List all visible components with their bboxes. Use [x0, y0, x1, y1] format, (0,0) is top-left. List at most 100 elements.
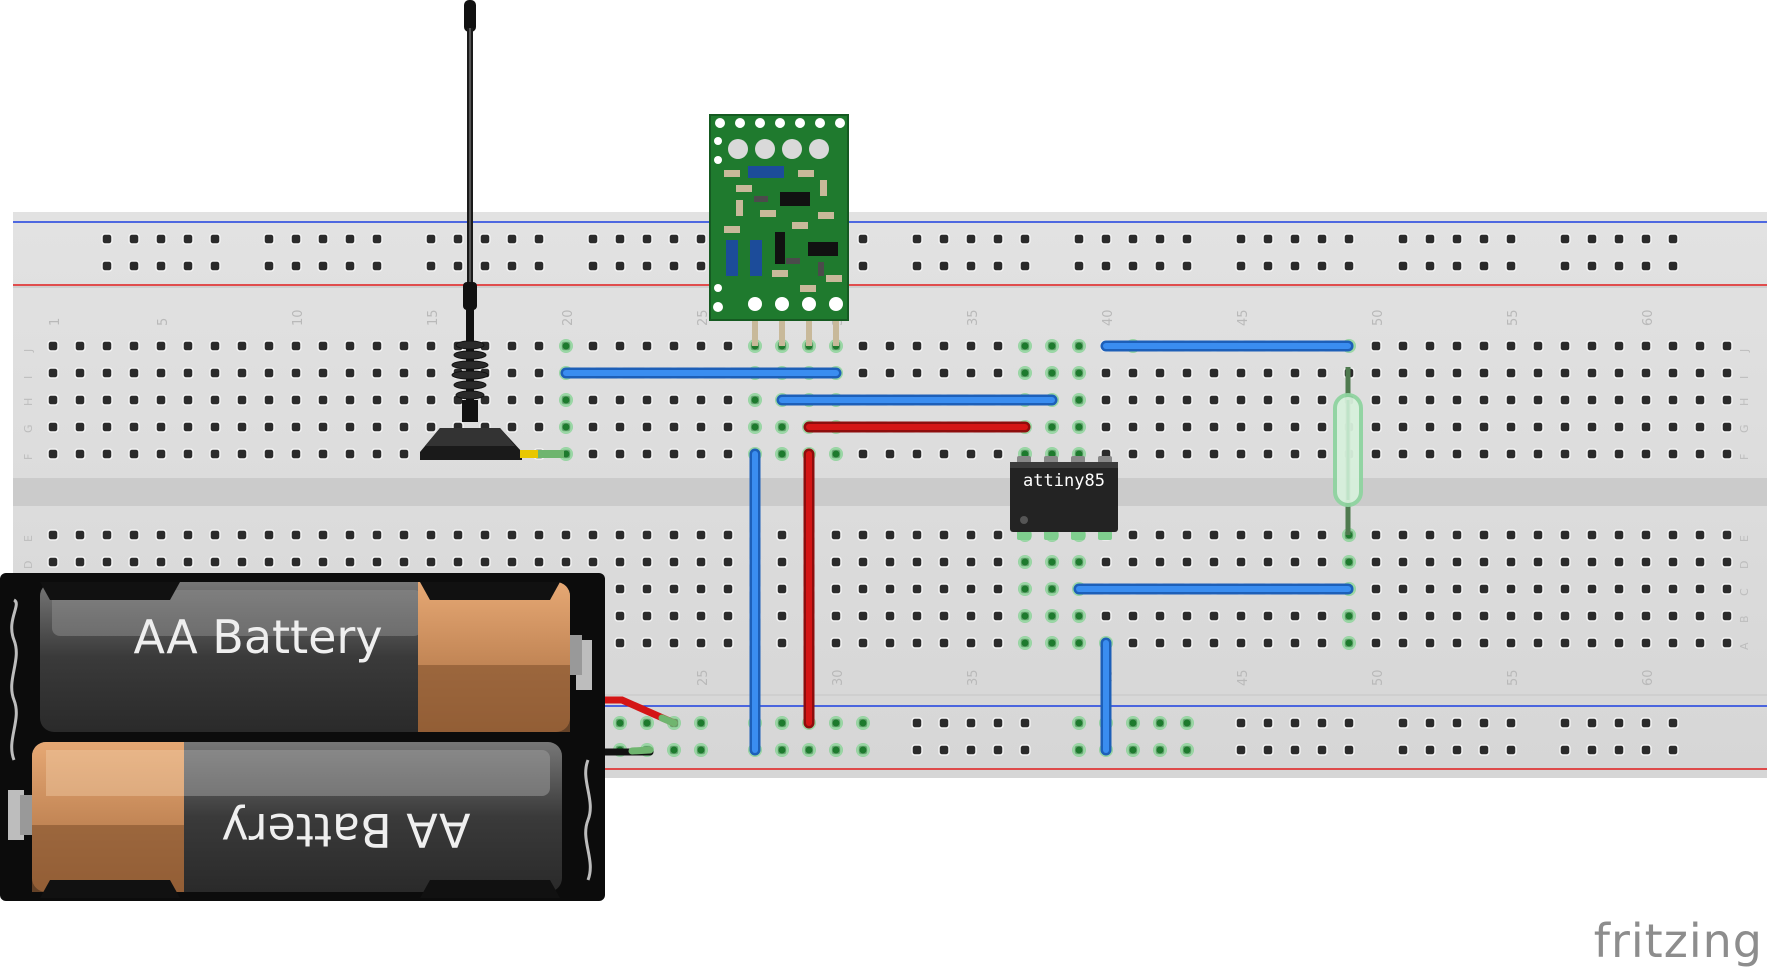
breadboard-hole[interactable] — [1154, 367, 1166, 379]
breadboard-hole[interactable] — [1640, 394, 1652, 406]
breadboard-hole[interactable] — [290, 340, 302, 352]
breadboard-hole[interactable] — [1289, 637, 1301, 649]
breadboard-hole[interactable] — [371, 556, 383, 568]
breadboard-hole[interactable] — [1586, 394, 1598, 406]
breadboard-hole[interactable] — [1505, 556, 1517, 568]
breadboard-hole[interactable] — [1586, 637, 1598, 649]
breadboard-hole[interactable] — [641, 610, 653, 622]
breadboard-hole[interactable] — [344, 448, 356, 460]
breadboard-hole[interactable] — [317, 529, 329, 541]
breadboard-hole[interactable] — [992, 610, 1004, 622]
breadboard-hole[interactable] — [1559, 556, 1571, 568]
breadboard-hole[interactable] — [236, 367, 248, 379]
breadboard-hole[interactable] — [911, 233, 923, 245]
breadboard-hole[interactable] — [1667, 529, 1679, 541]
breadboard-hole[interactable] — [1370, 421, 1382, 433]
breadboard-hole[interactable] — [1424, 448, 1436, 460]
breadboard-hole[interactable] — [128, 556, 140, 568]
breadboard-hole[interactable] — [1262, 421, 1274, 433]
breadboard-hole[interactable] — [614, 448, 626, 460]
breadboard-hole[interactable] — [1100, 233, 1112, 245]
breadboard-hole[interactable] — [1289, 448, 1301, 460]
breadboard-hole[interactable] — [1370, 610, 1382, 622]
breadboard-hole[interactable] — [182, 367, 194, 379]
breadboard-hole[interactable] — [1694, 448, 1706, 460]
breadboard-hole[interactable] — [398, 367, 410, 379]
breadboard-hole[interactable] — [290, 260, 302, 272]
breadboard-hole[interactable] — [1694, 583, 1706, 595]
breadboard-hole[interactable] — [722, 394, 734, 406]
breadboard-hole[interactable] — [317, 260, 329, 272]
breadboard-hole[interactable] — [263, 448, 275, 460]
breadboard-hole[interactable] — [1559, 260, 1571, 272]
breadboard-hole[interactable] — [101, 260, 113, 272]
breadboard-hole[interactable] — [1316, 367, 1328, 379]
breadboard-hole[interactable] — [641, 637, 653, 649]
breadboard-hole[interactable] — [1478, 529, 1490, 541]
breadboard-hole[interactable] — [1262, 260, 1274, 272]
breadboard-hole[interactable] — [1532, 394, 1544, 406]
breadboard-hole[interactable] — [1532, 421, 1544, 433]
breadboard-hole[interactable] — [1613, 583, 1625, 595]
breadboard-hole[interactable] — [1667, 610, 1679, 622]
breadboard-hole[interactable] — [1721, 529, 1733, 541]
breadboard-hole[interactable] — [587, 421, 599, 433]
breadboard-hole[interactable] — [263, 529, 275, 541]
breadboard-hole[interactable] — [695, 340, 707, 352]
breadboard-hole[interactable] — [722, 340, 734, 352]
breadboard-hole[interactable] — [965, 448, 977, 460]
breadboard-hole[interactable] — [101, 421, 113, 433]
breadboard-hole[interactable] — [101, 394, 113, 406]
breadboard-hole[interactable] — [47, 529, 59, 541]
breadboard-hole[interactable] — [128, 340, 140, 352]
breadboard-hole[interactable] — [209, 421, 221, 433]
breadboard-hole[interactable] — [614, 610, 626, 622]
breadboard-hole[interactable] — [1397, 637, 1409, 649]
breadboard-hole[interactable] — [1667, 260, 1679, 272]
breadboard-hole[interactable] — [911, 744, 923, 756]
breadboard-hole[interactable] — [965, 637, 977, 649]
breadboard-hole[interactable] — [371, 367, 383, 379]
breadboard-hole[interactable] — [1262, 394, 1274, 406]
breadboard-hole[interactable] — [1100, 610, 1112, 622]
breadboard-hole[interactable] — [128, 529, 140, 541]
breadboard-hole[interactable] — [992, 260, 1004, 272]
breadboard-hole[interactable] — [236, 421, 248, 433]
breadboard-hole[interactable] — [1721, 637, 1733, 649]
breadboard-hole[interactable] — [695, 556, 707, 568]
breadboard-hole[interactable] — [74, 367, 86, 379]
breadboard-hole[interactable] — [1424, 556, 1436, 568]
breadboard-hole[interactable] — [1316, 260, 1328, 272]
breadboard-hole[interactable] — [533, 394, 545, 406]
breadboard-hole[interactable] — [1667, 421, 1679, 433]
breadboard-hole[interactable] — [317, 394, 329, 406]
breadboard-hole[interactable] — [155, 448, 167, 460]
breadboard-hole[interactable] — [1235, 260, 1247, 272]
breadboard-hole[interactable] — [1640, 556, 1652, 568]
breadboard-hole[interactable] — [668, 233, 680, 245]
breadboard-hole[interactable] — [1451, 394, 1463, 406]
breadboard-hole[interactable] — [1640, 233, 1652, 245]
breadboard-hole[interactable] — [1370, 583, 1382, 595]
breadboard-hole[interactable] — [1289, 744, 1301, 756]
breadboard-hole[interactable] — [938, 448, 950, 460]
breadboard-hole[interactable] — [1613, 394, 1625, 406]
breadboard-hole[interactable] — [1316, 394, 1328, 406]
breadboard-hole[interactable] — [1424, 367, 1436, 379]
breadboard-hole[interactable] — [182, 448, 194, 460]
breadboard-hole[interactable] — [182, 340, 194, 352]
breadboard-hole[interactable] — [857, 260, 869, 272]
breadboard-hole[interactable] — [1613, 717, 1625, 729]
breadboard-hole[interactable] — [695, 637, 707, 649]
breadboard-hole[interactable] — [1127, 637, 1139, 649]
breadboard-hole[interactable] — [1586, 744, 1598, 756]
breadboard-hole[interactable] — [1640, 637, 1652, 649]
breadboard-hole[interactable] — [533, 233, 545, 245]
breadboard-hole[interactable] — [722, 583, 734, 595]
breadboard-hole[interactable] — [1640, 583, 1652, 595]
breadboard-hole[interactable] — [1694, 340, 1706, 352]
breadboard-hole[interactable] — [1154, 529, 1166, 541]
breadboard-hole[interactable] — [938, 610, 950, 622]
breadboard-hole[interactable] — [1505, 583, 1517, 595]
rf-transmitter-module[interactable] — [709, 114, 849, 346]
